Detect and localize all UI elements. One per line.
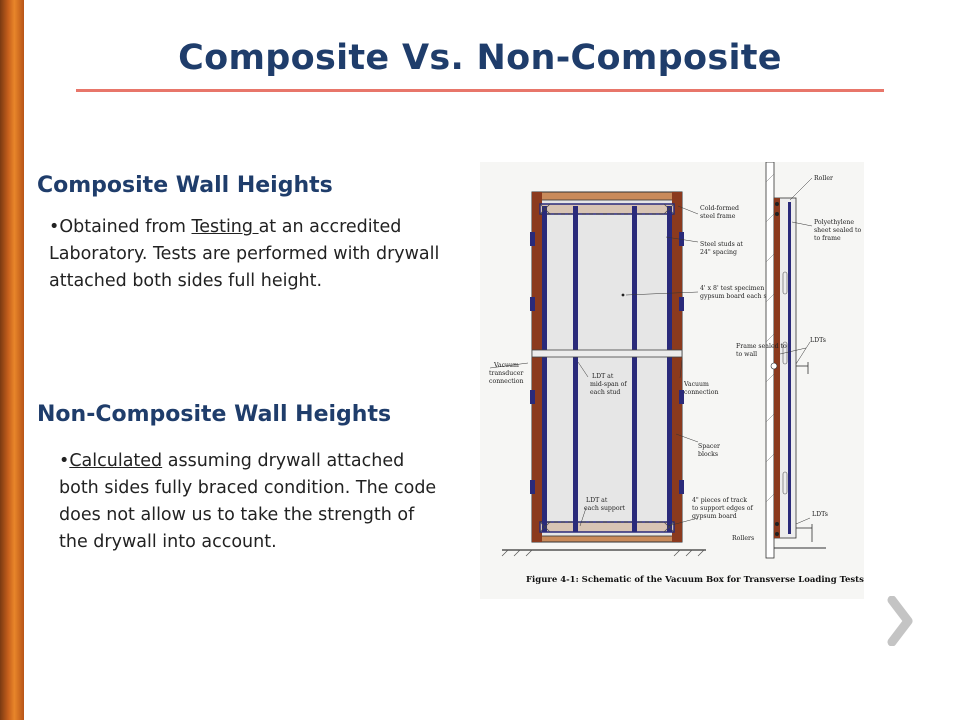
bullet-text-after: assuming drywall attached both sides ful…: [59, 451, 437, 552]
label-ldt-at: LDT at: [592, 373, 614, 380]
label-steel-frame: steel frame: [700, 213, 736, 220]
label-blocks: blocks: [698, 451, 718, 458]
frame-clips: [530, 232, 684, 494]
label-each-support: each support: [584, 505, 626, 512]
label-sheet-sealed: sheet sealed to: [814, 227, 862, 234]
label-ldts-top: LDTs: [810, 337, 826, 344]
label-support-edges: to support edges of: [692, 505, 754, 512]
testing-link[interactable]: Testing: [191, 217, 259, 237]
title-underline: [76, 89, 884, 92]
label-connection-2: connection: [684, 389, 718, 396]
composite-bullet: •Obtained from Testing at an accredited …: [49, 217, 440, 291]
label-vacuum: Vacuum: [493, 362, 519, 369]
label-spacing: 24" spacing: [700, 249, 737, 256]
bullet-text-after: at an accredited Laboratory. Tests are p…: [49, 217, 440, 291]
side-frame-column: [774, 198, 780, 538]
next-slide-chevron-icon[interactable]: [884, 595, 916, 647]
noncomposite-heading: Non-Composite Wall Heights: [37, 402, 392, 427]
mid-beam: [531, 349, 683, 358]
bottom-track: [539, 521, 675, 533]
figure-caption: Figure 4-1: Schematic of the Vacuum Box …: [526, 575, 864, 585]
label-ldts-bottom: LDTs: [812, 511, 828, 518]
ground-hatch: [501, 549, 705, 557]
gypsum-panel: [537, 199, 677, 537]
label-cold-formed: Cold-formed: [700, 205, 739, 212]
leader-lines: [489, 205, 699, 527]
side-rollers: [775, 202, 779, 536]
stud: [542, 206, 547, 532]
label-spacer: Spacer: [698, 443, 720, 450]
schematic-drawing: Cold-formed steel frame Steel studs at 2…: [489, 161, 864, 585]
slide-title: Composite Vs. Non-Composite: [178, 38, 782, 78]
label-gypsum: gypsum board each side: [700, 293, 777, 300]
label-to-wall: to wall: [736, 351, 757, 358]
label-mid-span: mid-span of: [590, 381, 627, 388]
side-leader-lines: [779, 177, 813, 525]
label-pieces: 4" pieces of track: [692, 497, 747, 504]
label-roller: Roller: [814, 175, 833, 182]
vacuum-box-schematic: Cold-formed steel frame Steel studs at 2…: [480, 161, 864, 599]
front-view-labels: Cold-formed steel frame Steel studs at 2…: [489, 205, 777, 542]
calculated-link[interactable]: Calculated: [69, 451, 163, 471]
corner-braces: [539, 203, 675, 533]
label-steel-studs: Steel studs at: [700, 241, 743, 248]
top-track: [539, 203, 675, 215]
right-column: [672, 192, 682, 542]
stud: [573, 206, 578, 532]
decorative-side-bar: [0, 0, 24, 720]
label-specimen: 4' x 8' test specimen: [700, 285, 764, 292]
stud: [667, 206, 672, 532]
wall-hatch: [765, 173, 775, 503]
stud: [632, 206, 637, 532]
side-stud: [788, 202, 791, 534]
label-gypsum-board: gypsum board: [692, 513, 737, 520]
left-column: [532, 192, 542, 542]
side-view-labels: Roller Polyethylene sheet sealed to to f…: [736, 175, 862, 518]
ldt-gauges: [796, 362, 813, 542]
label-transducer: transducer: [489, 370, 523, 377]
bullet-text-before: Obtained from: [59, 217, 192, 237]
label-each-stud: each stud: [590, 389, 620, 396]
label-ldt-support: LDT at: [586, 497, 608, 504]
label-polyethylene: Polyethylene: [814, 219, 854, 226]
composite-heading: Composite Wall Heights: [37, 173, 333, 198]
label-to-frame: to frame: [814, 235, 841, 242]
wall: [765, 161, 775, 559]
label-connection: connection: [489, 378, 523, 385]
label-vacuum-2: Vacuum: [683, 381, 709, 388]
label-rollers: Rollers: [732, 535, 754, 542]
noncomposite-bullet: •Calculated assuming drywall attached bo…: [59, 451, 437, 552]
side-slots: [782, 271, 788, 495]
label-frame-sealed: Frame sealed to: [736, 343, 787, 350]
